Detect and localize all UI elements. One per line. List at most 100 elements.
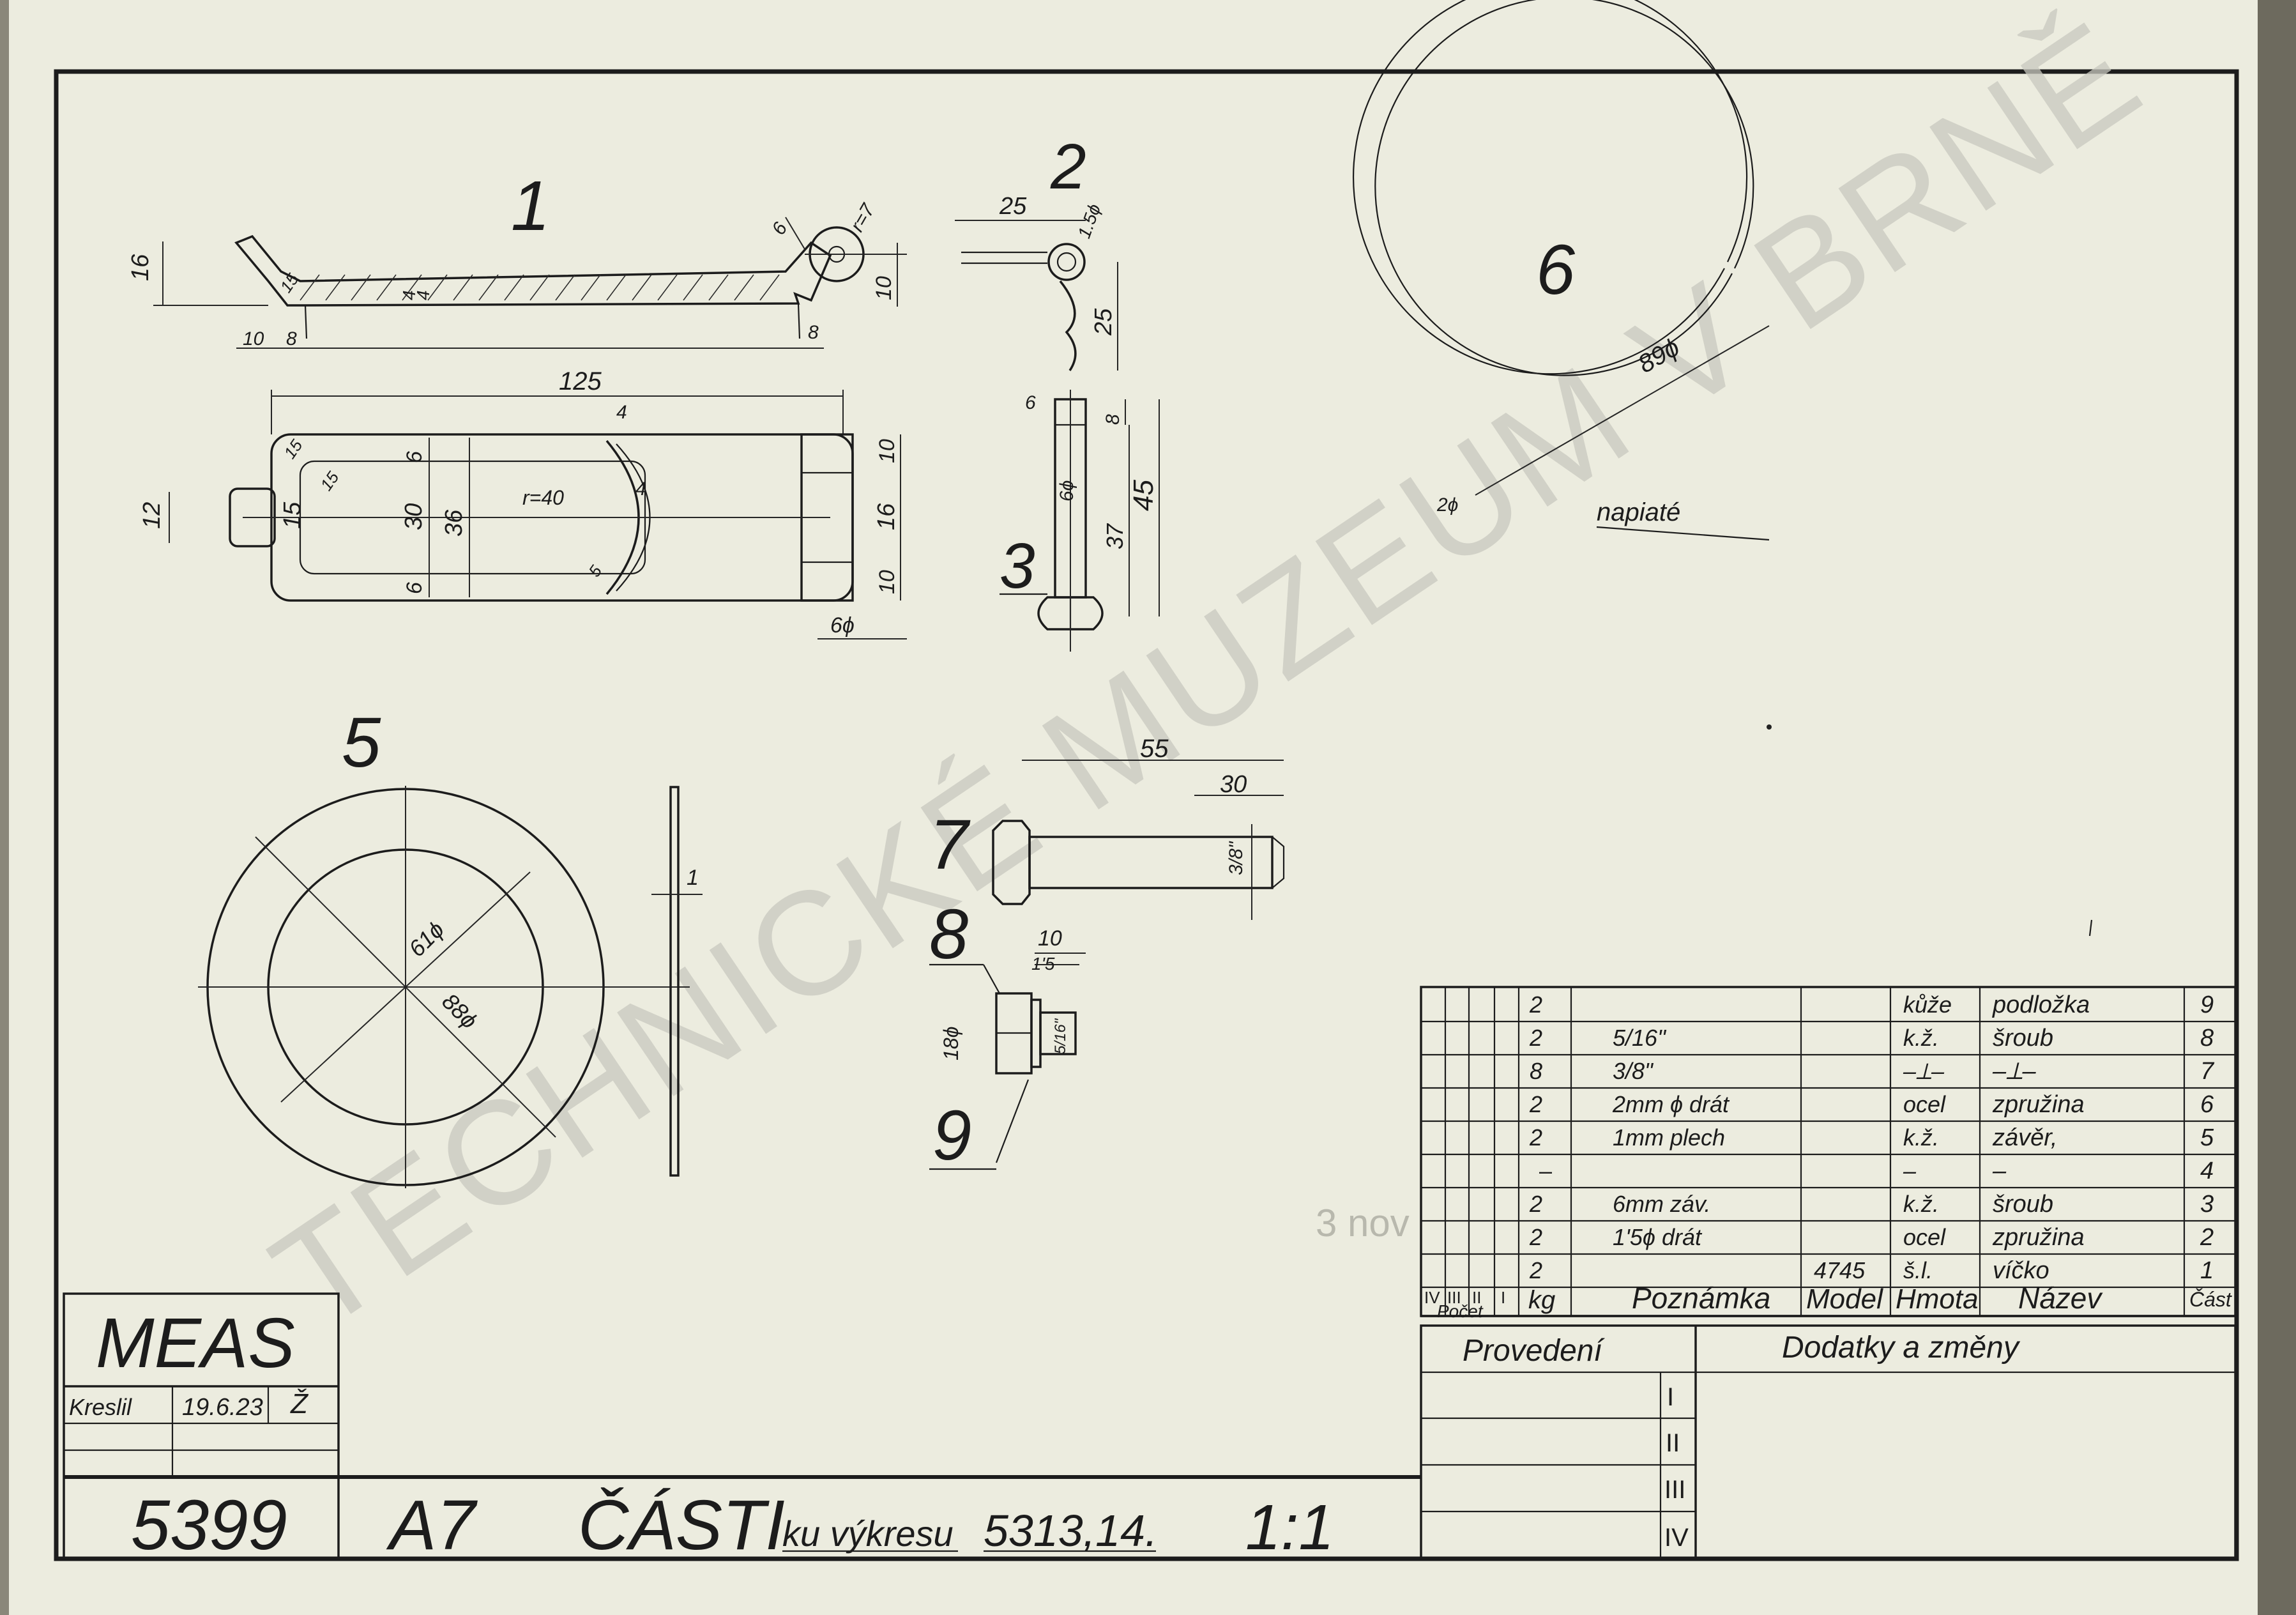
dim-p1-16: 16 xyxy=(127,254,154,281)
paper-edge-shadow-right xyxy=(2258,0,2296,1615)
table-cell-nazev: víčko xyxy=(1993,1257,2049,1284)
part-1-plan-view xyxy=(229,390,854,602)
company-name: MEAS xyxy=(96,1304,295,1382)
dim-p1-8b: 8 xyxy=(808,322,819,343)
table-cell-poznamka: 3/8" xyxy=(1613,1058,1654,1084)
revision-dodatky: Dodatky a změny xyxy=(1782,1331,2021,1365)
dim-p1-36: 36 xyxy=(441,509,468,537)
header-pocet: Počet xyxy=(1437,1301,1484,1321)
table-cell-nazev: – xyxy=(1992,1158,2007,1184)
part-1-side-view xyxy=(234,226,907,339)
table-cell-nazev: podložka xyxy=(1992,991,2090,1018)
table-cell-nazev: šroub xyxy=(1993,1191,2053,1218)
table-cell-hmota: – xyxy=(1903,1158,1917,1184)
table-cell-pocet: 2 xyxy=(1529,1025,1542,1051)
drawing-scale: 1:1 xyxy=(1245,1492,1334,1563)
part-number-1: 1 xyxy=(511,167,550,245)
dim-p6-napiate: napiaté xyxy=(1597,498,1680,526)
table-cell-cast: 9 xyxy=(2200,991,2214,1018)
table-cell-nazev: zpružina xyxy=(1992,1091,2085,1118)
dim-p1-15c: 15 xyxy=(279,501,306,529)
paper-edge-shadow-left xyxy=(0,0,9,1615)
table-cell-hmota: k.ž. xyxy=(1903,1025,1939,1051)
dim-p1-125: 125 xyxy=(559,367,602,395)
dim-p3-6phi: 6ϕ xyxy=(1056,480,1077,501)
table-cell-poznamka: 6mm záv. xyxy=(1613,1191,1710,1217)
table-cell-cast: 8 xyxy=(2200,1025,2214,1052)
dim-p1-10c: 10 xyxy=(875,439,899,463)
header-kg: kg xyxy=(1528,1286,1555,1314)
table-roman-i: I xyxy=(1501,1288,1505,1307)
dim-p3-37: 37 xyxy=(1102,523,1128,549)
ink-tick xyxy=(2088,919,2093,937)
dim-p1-10d: 10 xyxy=(875,570,899,594)
dim-p1-4b: 4 xyxy=(413,290,433,300)
dim-p1-16b: 16 xyxy=(873,503,900,530)
table-cell-hmota: ocel xyxy=(1903,1091,1946,1117)
table-cell-pocet: 2 xyxy=(1529,1191,1542,1217)
table-roman-ii: II xyxy=(1472,1288,1481,1307)
part-number-9: 9 xyxy=(932,1096,971,1175)
table-cell-hmota: k.ž. xyxy=(1903,1124,1939,1151)
dim-p1-30: 30 xyxy=(400,503,427,530)
dim-p1-6phi: 6ϕ xyxy=(830,613,855,638)
dim-p2-25b: 25 xyxy=(1090,308,1117,336)
dim-p1-6a: 6 xyxy=(402,451,427,463)
drawing-border xyxy=(54,69,2239,1561)
table-cell-nazev: zpružina xyxy=(1992,1224,2085,1251)
part-number-7: 7 xyxy=(929,806,971,884)
table-cell-hmota: kůže xyxy=(1903,991,1952,1018)
parts-table: IV III II I Počet kg Poznámka Model Hmot… xyxy=(1420,986,2237,1321)
drawing-date: 19.6.23 xyxy=(182,1394,263,1421)
part-5-washer xyxy=(198,786,703,1188)
table-cell-nazev: –⟂– xyxy=(1992,1058,2036,1085)
table-cell-nazev: šroub xyxy=(1993,1025,2053,1052)
dim-p8-18: 18ϕ xyxy=(939,1027,962,1060)
dim-p3-6: 6 xyxy=(1025,392,1036,413)
revision-block: Provedení Dodatky a změny I II III IV xyxy=(1420,1324,2237,1560)
table-cell-hmota: –⟂– xyxy=(1903,1058,1945,1084)
dim-p7-55: 55 xyxy=(1140,735,1169,763)
ink-dot xyxy=(1767,724,1772,730)
revision-row-iv: IV xyxy=(1664,1524,1689,1552)
part-3-screw xyxy=(1037,390,1160,652)
header-poznamka: Poznámka xyxy=(1632,1282,1770,1315)
dim-p1-4c: 4 xyxy=(616,402,627,423)
table-cell-poznamka: 5/16" xyxy=(1613,1025,1667,1051)
header-nazev: Název xyxy=(2018,1282,2103,1315)
table-cell-pocet: 2 xyxy=(1529,1257,1542,1283)
table-cell-hmota: š.l. xyxy=(1903,1257,1933,1283)
dim-p1-12: 12 xyxy=(139,502,165,529)
table-cell-pocet: 2 xyxy=(1529,1091,1542,1117)
drawing-format: A7 xyxy=(386,1486,478,1565)
part-6-ring-spring xyxy=(1352,0,1770,496)
table-cell-hmota: ocel xyxy=(1903,1224,1946,1250)
header-model: Model xyxy=(1806,1283,1883,1315)
part-2-spring xyxy=(955,220,1118,371)
dim-p1-10r: 10 xyxy=(872,276,896,300)
part-number-3: 3 xyxy=(1000,530,1035,602)
part-1-side-hatching xyxy=(300,274,780,301)
drawing-title: ČÁSTI xyxy=(578,1486,785,1565)
signature: Ž xyxy=(290,1388,309,1420)
revision-provedeni: Provedení xyxy=(1463,1334,1605,1368)
table-cell-cast: 2 xyxy=(2200,1224,2214,1251)
dim-p8-516: 5/16" xyxy=(1052,1018,1069,1054)
title-block: MEAS Kreslil 19.6.23 Ž 5399 A7 ČÁSTI ku … xyxy=(63,1292,1421,1565)
dim-p7-30: 30 xyxy=(1220,771,1247,798)
table-cell-pocet: 2 xyxy=(1529,1224,1542,1250)
drawing-number: 5399 xyxy=(131,1486,287,1565)
part-7-bolt xyxy=(992,760,1285,920)
dim-p7-38: 3/8" xyxy=(1226,841,1247,875)
table-cell-cast: 4 xyxy=(2200,1158,2214,1184)
header-hmota: Hmota xyxy=(1896,1283,1979,1315)
header-cast: Část xyxy=(2189,1288,2232,1311)
faint-stamp: 3 nov xyxy=(1316,1202,1410,1244)
revision-row-iii: III xyxy=(1664,1476,1685,1504)
dim-p8-15: 1'5 xyxy=(1031,954,1055,974)
revision-row-ii: II xyxy=(1666,1429,1680,1457)
table-cell-model: 4745 xyxy=(1814,1257,1866,1283)
dim-p1-8a: 8 xyxy=(286,328,297,349)
table-cell-poznamka: 1'5ϕ drát xyxy=(1613,1224,1703,1250)
